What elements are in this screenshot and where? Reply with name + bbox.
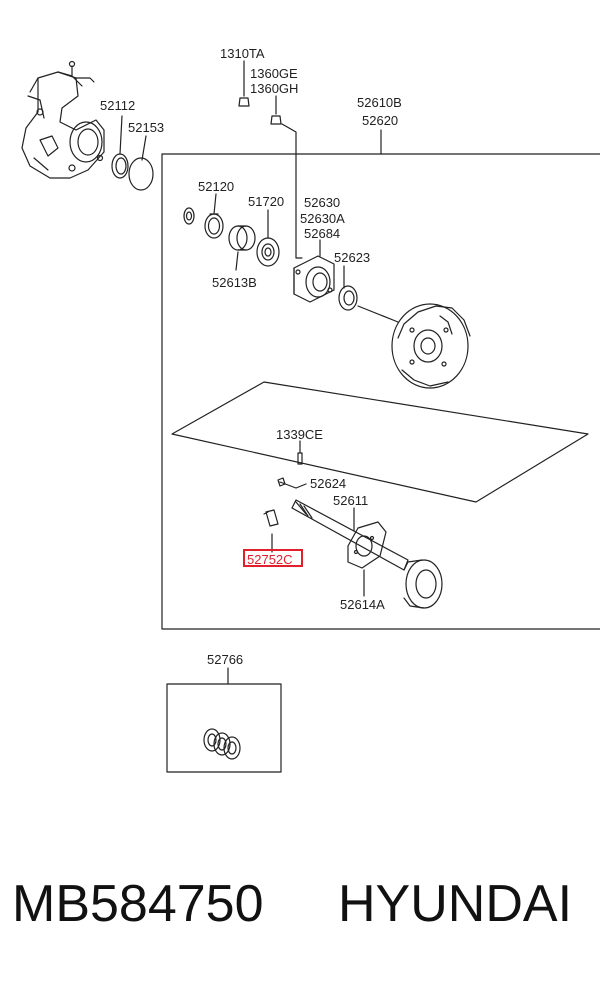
small-ring-icon: [183, 207, 195, 225]
nut-1360ge-icon: [270, 115, 282, 125]
highlight-box: [243, 549, 303, 567]
label-52120: 52120: [198, 179, 235, 194]
brand-name: HYUNDAI: [338, 875, 573, 933]
label-52613b: 52613B: [212, 275, 257, 290]
label-52630a: 52630A: [300, 211, 345, 226]
label-52112: 52112: [100, 98, 136, 113]
axle-shaft-52611-icon: [291, 499, 409, 571]
label-52610b: 52610B: [357, 95, 402, 110]
knuckle-housing-icon: [21, 60, 105, 179]
shaft-group-frame: [171, 381, 589, 503]
bolt-52624-icon: [277, 477, 297, 489]
stud-52752c-icon: [263, 509, 279, 527]
o-ring-52153-icon: [128, 157, 154, 191]
label-52684: 52684: [304, 226, 341, 241]
label-52630: 52630: [304, 195, 341, 210]
part-number: MB584750: [12, 875, 264, 933]
label-52153: 52153: [128, 120, 165, 135]
label-52752c[interactable]: 52752C: [247, 552, 293, 567]
seal-51720-icon: [256, 237, 280, 267]
bearing-52613b-icon: [228, 225, 256, 251]
label-52623: 52623: [334, 250, 371, 265]
seal-52112-icon: [111, 153, 129, 179]
label-1360ge: 1360GE: [250, 66, 298, 81]
wheel-flange-icon: [403, 559, 443, 609]
seal-kit-icon: [203, 728, 241, 760]
ring-52120-icon: [204, 213, 224, 239]
bolt-1339ce-icon: [297, 452, 303, 465]
seal-52623-icon: [338, 285, 358, 311]
kit-box: [166, 683, 282, 773]
label-52620: 52620: [362, 113, 399, 128]
hub-housing-52630-icon: [293, 255, 335, 303]
label-1310ta: 1310TA: [220, 46, 265, 61]
label-52766: 52766: [207, 652, 244, 667]
label-52614a: 52614A: [340, 597, 385, 612]
label-1360gh: 1360GH: [250, 81, 299, 96]
backing-plate-icon: [391, 303, 471, 389]
label-51720: 51720: [248, 194, 285, 209]
bolt-1310ta-icon: [238, 97, 250, 107]
label-52624: 52624: [310, 476, 347, 491]
label-1339ce: 1339CE: [276, 427, 323, 442]
label-52611: 52611: [333, 493, 369, 508]
retainer-52614a-icon: [347, 521, 387, 569]
